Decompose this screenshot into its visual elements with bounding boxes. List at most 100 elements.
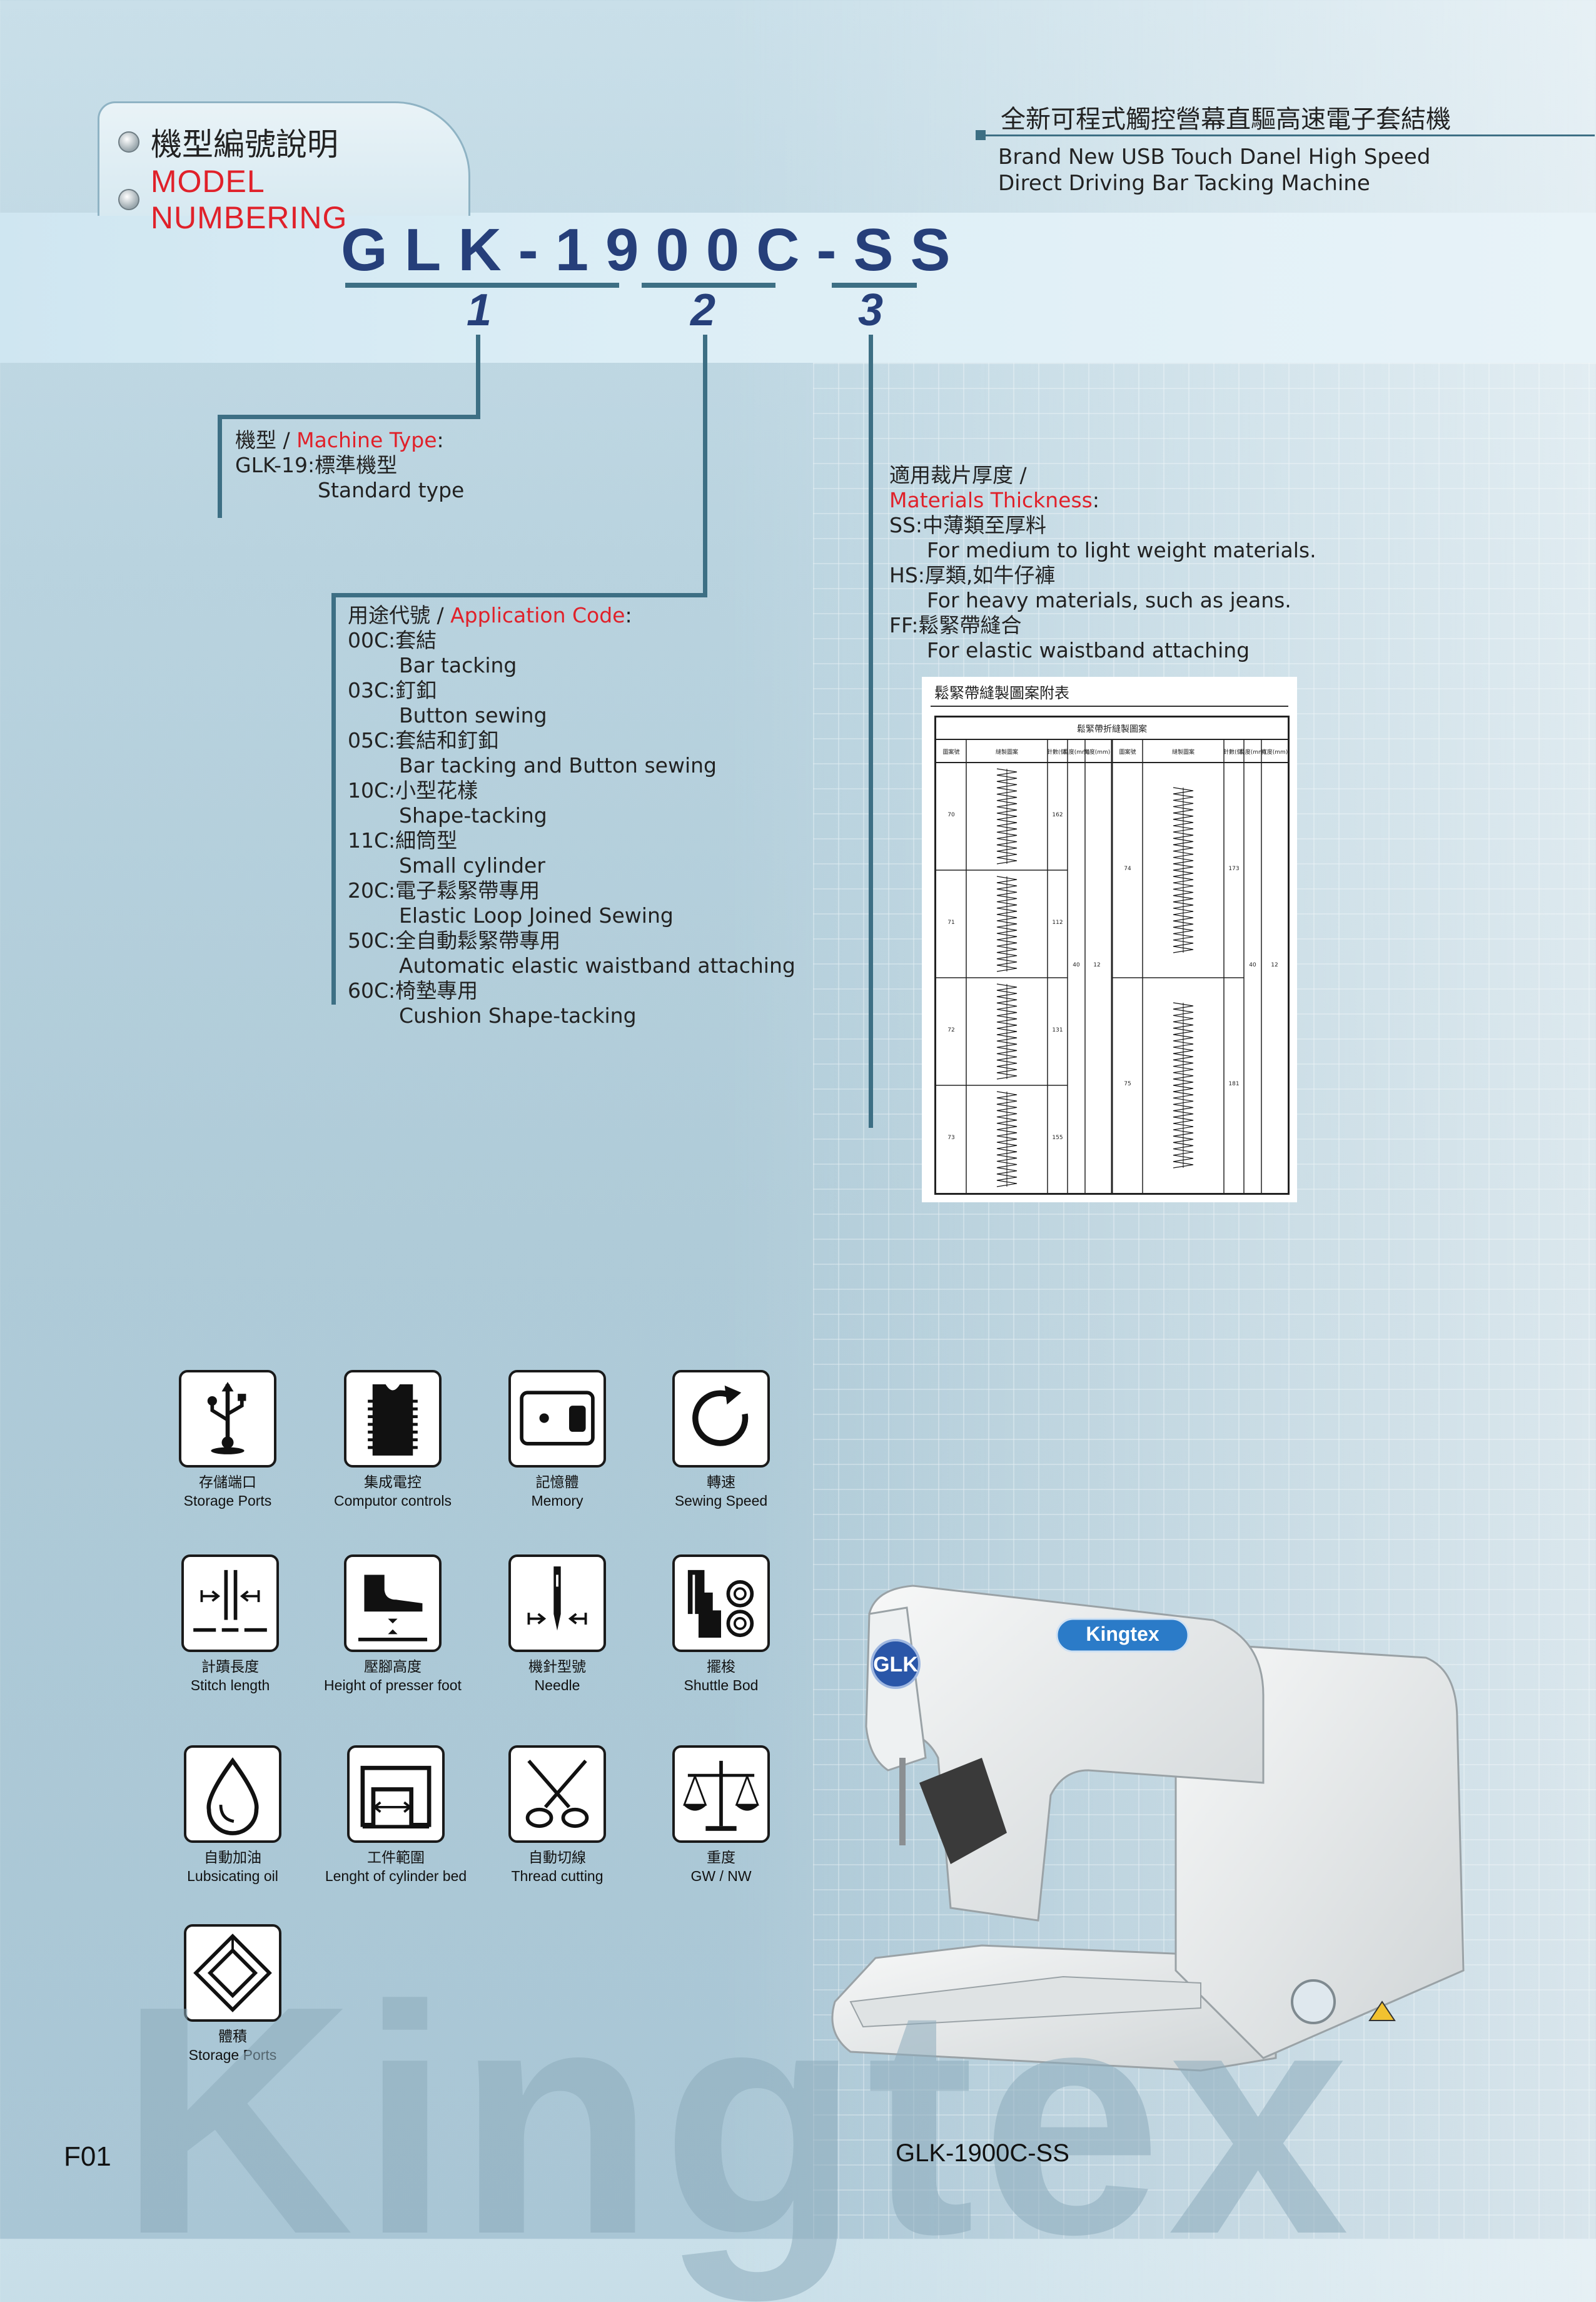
connector-1-vertical bbox=[476, 335, 480, 419]
materials-heading-en: Materials Thickness: bbox=[889, 488, 1316, 513]
feature-label-en: Shuttle Bod bbox=[684, 1677, 759, 1693]
feature-label: 重度 GW / NW bbox=[627, 1848, 815, 1885]
materials-slash: / bbox=[1013, 463, 1027, 487]
table-header-cell: 長度(mm) bbox=[1063, 748, 1090, 756]
pattern-table-caption: 鬆緊帶折縫製圖案 bbox=[1077, 724, 1147, 734]
application-item-desc: Bar tacking and Button sewing bbox=[399, 753, 717, 778]
table-header-cell: 針數(個) bbox=[1047, 748, 1068, 756]
bullet-icon bbox=[118, 131, 139, 153]
pattern-table-title-rule bbox=[931, 706, 1288, 707]
pattern-stitch-count: 155 bbox=[1052, 1135, 1063, 1141]
pattern-73-stitch bbox=[996, 1091, 1018, 1187]
model-code: GLK-1900C-SS bbox=[341, 216, 967, 283]
connector-2-horizontal bbox=[331, 593, 707, 597]
application-item-code: 03C:釘釦 bbox=[348, 678, 437, 702]
feature-label-zh: 轉速 bbox=[707, 1474, 735, 1490]
volume-box-icon bbox=[184, 1924, 281, 2022]
materials-item-code: SS:中薄類至厚料 bbox=[889, 513, 1047, 537]
application-en: Application Code bbox=[450, 603, 625, 627]
application-item-code: 05C:套結和釘釦 bbox=[348, 728, 499, 753]
application-item-code: 10C:小型花樣 bbox=[348, 778, 478, 803]
pattern-table-caption-rule bbox=[936, 739, 1288, 740]
page-number: F01 bbox=[64, 2141, 111, 2172]
usb-icon bbox=[179, 1370, 276, 1468]
application-item-desc: Elastic Loop Joined Sewing bbox=[399, 903, 674, 928]
machine-caption: GLK-1900C-SS bbox=[896, 2139, 1069, 2167]
table-header-cell: 縫製圖案 bbox=[1172, 748, 1194, 756]
pattern-length: 40 bbox=[1073, 962, 1080, 968]
application-item-desc: Cushion Shape-tacking bbox=[399, 1003, 637, 1028]
presser-foot-icon bbox=[344, 1554, 442, 1652]
feature-label-zh: 存儲端口 bbox=[199, 1474, 256, 1490]
application-item-desc: Automatic elastic waistband attaching bbox=[399, 953, 795, 978]
pattern-stitch-count: 162 bbox=[1052, 812, 1063, 818]
table-header-cell: 長度(mm) bbox=[1240, 748, 1266, 756]
pattern-number: 73 bbox=[947, 1135, 954, 1141]
connector-1-drop bbox=[218, 415, 222, 518]
materials-zh: 適用裁片厚度 bbox=[889, 463, 1013, 487]
pattern-number: 71 bbox=[947, 920, 954, 926]
rotation-icon bbox=[672, 1370, 770, 1468]
segment-3-underline bbox=[832, 283, 917, 288]
feature-label-zh: 機針型號 bbox=[528, 1658, 586, 1675]
pattern-74-stitch bbox=[1173, 787, 1194, 953]
pattern-75-stitch bbox=[1173, 1002, 1194, 1169]
sewing-machine-image: GLK Kingtex bbox=[831, 1585, 1465, 2072]
connector-2-drop bbox=[331, 593, 336, 1005]
application-list: 00C:套結 Bar tacking 03C:釘釦 Button sewing … bbox=[348, 628, 795, 1028]
cylinder-bed-icon bbox=[347, 1745, 445, 1843]
model-code-band bbox=[0, 213, 1596, 363]
application-item-code: 11C:細筒型 bbox=[348, 828, 458, 853]
materials-item-code: HS:厚類,如牛仔褲 bbox=[889, 563, 1056, 587]
feature-label-zh: 記憶體 bbox=[535, 1474, 579, 1490]
product-title-en-line1: Brand New USB Touch Danel High Speed bbox=[998, 145, 1431, 170]
bullet-icon bbox=[118, 189, 139, 210]
brand-watermark: Kingtex bbox=[119, 1939, 1355, 2302]
application-zh: 用途代號 bbox=[348, 603, 430, 627]
elastic-pattern-table: 鬆緊帶縫製圖案附表 鬆緊帶折縫製圖案 圖案號縫製圖案針數(個)長度(mm)寬度(… bbox=[922, 677, 1297, 1202]
pattern-stitch-count: 181 bbox=[1228, 1081, 1239, 1087]
pattern-length: 40 bbox=[1249, 962, 1256, 968]
feature-label-zh: 壓腳高度 bbox=[364, 1658, 422, 1675]
application-item-desc: Shape-tacking bbox=[399, 803, 547, 828]
product-title-zh: 全新可程式觸控營幕直驅高速電子套結機 bbox=[1001, 105, 1451, 134]
connector-3-vertical bbox=[869, 335, 873, 1128]
memory-card-icon bbox=[508, 1370, 606, 1468]
connector-2-vertical bbox=[703, 335, 707, 597]
machine-type-heading: 機型 / Machine Type: bbox=[235, 428, 464, 453]
table-header-cell: 圖案號 bbox=[942, 748, 959, 756]
feature-label-en: Sewing Speed bbox=[674, 1493, 768, 1509]
pattern-stitch-count: 112 bbox=[1052, 920, 1063, 926]
feature-label-en: GW / NW bbox=[690, 1868, 752, 1884]
table-header-cell: 圖案號 bbox=[1119, 748, 1136, 756]
table-header-cell: 縫製圖案 bbox=[996, 748, 1018, 756]
pattern-table-frame: 鬆緊帶折縫製圖案 圖案號縫製圖案針數(個)長度(mm)寬度(mm)圖案號縫製圖案… bbox=[934, 716, 1290, 1195]
machine-type-zh: 機型 bbox=[235, 428, 276, 452]
table-header-cell: 針數(個) bbox=[1223, 748, 1245, 756]
pattern-width: 12 bbox=[1093, 962, 1100, 968]
heading-en-row: MODEL NUMBERING bbox=[118, 163, 468, 236]
table-header-cell: 寬度(mm) bbox=[1261, 748, 1288, 756]
application-colon: : bbox=[625, 603, 632, 627]
feature-label-zh: 工件範圍 bbox=[367, 1849, 425, 1865]
pattern-table-grid: 圖案號縫製圖案針數(個)長度(mm)寬度(mm)圖案號縫製圖案針數(個)長度(m… bbox=[936, 740, 1288, 1193]
needle-icon bbox=[508, 1554, 606, 1652]
stitch-length-icon bbox=[181, 1554, 279, 1652]
heading-en: MODEL NUMBERING bbox=[150, 164, 348, 235]
feature-label-zh: 集成電控 bbox=[364, 1474, 422, 1490]
scale-icon bbox=[672, 1745, 770, 1843]
application-item-code: 50C:全自動鬆緊帶專用 bbox=[348, 928, 561, 953]
section-heading-tab: 機型編號說明 MODEL NUMBERING bbox=[98, 101, 470, 235]
pattern-width: 12 bbox=[1271, 962, 1278, 968]
machine-type-colon: : bbox=[437, 428, 444, 452]
heading-zh: 機型編號說明 bbox=[151, 126, 338, 163]
feature-label-zh: 重度 bbox=[707, 1849, 735, 1865]
oil-drop-icon bbox=[184, 1745, 281, 1843]
machine-type-slash: / bbox=[276, 428, 297, 452]
